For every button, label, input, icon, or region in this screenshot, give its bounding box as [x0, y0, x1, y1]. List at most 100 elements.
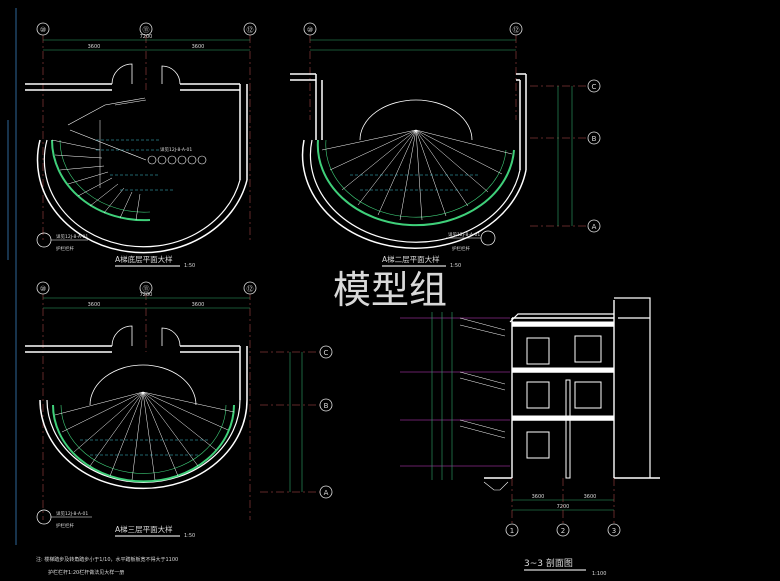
- sec-grid-bubble-1: [505, 523, 519, 537]
- p1-callout-railing: 护栏栏杆: [56, 245, 74, 252]
- p3-dim-b: 7200: [140, 292, 153, 298]
- p3-callout-ref: 详见12J-8-A-01: [56, 510, 88, 517]
- section-scale: 1:100: [592, 571, 606, 577]
- p2-grid-bubble-C: [587, 79, 601, 93]
- p3-grid-label-10: ⑩: [40, 285, 46, 293]
- sec-building-right: [614, 297, 651, 478]
- p1-grid-label-11: ⑪: [143, 26, 150, 34]
- p1-index-circles: [147, 155, 207, 165]
- p3-walls: [25, 345, 248, 400]
- p2-railing-dashed: [350, 174, 480, 191]
- sec-column: [565, 379, 571, 479]
- p2-grid-bubble-10: [303, 22, 317, 36]
- p1-dim-c: 3600: [192, 44, 205, 50]
- p2-callout-bubble: [480, 230, 496, 246]
- p3-grid-bubble-12: [243, 281, 257, 295]
- p1-flow-arrows: [67, 97, 147, 161]
- p1-callout-ref: 详见12J-8-A-01: [56, 233, 88, 240]
- section-group: 3600 7200 3600 1 2 3 3~3 剖面图 1:100: [400, 297, 660, 577]
- sec-dim-c: 3600: [584, 494, 597, 500]
- p3-dim-c: 3600: [192, 302, 205, 308]
- p2-stair-inner: [325, 139, 507, 218]
- sec-level-lines: [400, 317, 510, 467]
- plan3-group: ⑩ ⑪ ⑫ C B A 3600 7200 3600: [25, 281, 333, 539]
- plan1-scale: 1:50: [184, 263, 195, 269]
- sec-vert-dims: [431, 312, 453, 480]
- sec-window-2: [574, 335, 602, 363]
- p3-stair-inner: [60, 404, 227, 474]
- p1-railing-dashed: [96, 139, 175, 191]
- p2-grid-bubble-12: [509, 22, 523, 36]
- p3-grid-bubble-11: [139, 281, 153, 295]
- p2-grid-label-12: ⑫: [513, 26, 520, 34]
- p1-door-swings: [111, 63, 181, 85]
- plan2-scale: 1:50: [450, 263, 461, 269]
- plan2-group: ⑩ ⑫ C B A: [290, 22, 601, 269]
- sec-grid-bubble-2: [556, 523, 570, 537]
- p3-grid-bubble-A: [319, 485, 333, 499]
- sec-slab-3: [511, 415, 615, 421]
- plan2-title: A梯二层平面大样: [382, 254, 440, 264]
- p1-curved-wall-outer: [36, 139, 248, 254]
- sec-window-1: [526, 337, 550, 365]
- p1-grid-label-10: ⑩: [40, 26, 46, 34]
- p3-inner-arc: [89, 364, 197, 406]
- p1-grid-bubble-11: [139, 22, 153, 36]
- p3-callout-bubble: [36, 509, 52, 525]
- p3-grid-label-12: ⑫: [247, 285, 254, 293]
- plan3-title: A梯三层平面大样: [115, 524, 173, 534]
- section-title: 3~3 剖面图: [524, 557, 573, 569]
- p2-curved-wall-inner: [309, 139, 521, 243]
- p2-grid-label-B: B: [592, 135, 597, 143]
- p1-treads: [51, 99, 147, 221]
- p1-callout-bubble: [36, 232, 52, 248]
- plan1-group: ⑩ ⑪ ⑫ 3600 7200 3600: [25, 22, 257, 269]
- p2-treads: [321, 129, 513, 221]
- p1-dim-a: 3600: [88, 44, 101, 50]
- p2-grid-label-C: C: [592, 83, 597, 91]
- sec-window-5: [526, 431, 550, 459]
- p2-grid-bubble-A: [587, 219, 601, 233]
- sec-grid-label-1: 1: [510, 527, 514, 535]
- p2-curved-wall-outer: [301, 139, 527, 249]
- sec-grid-label-2: 2: [561, 527, 565, 535]
- p2-callout-railing: 护栏栏杆: [452, 245, 470, 252]
- watermark: 模型组: [333, 268, 447, 312]
- sec-footing: [483, 481, 509, 491]
- note-line-2: 护栏栏杆1:20栏杆做法见大样一册: [48, 569, 124, 576]
- p3-treads: [54, 391, 235, 481]
- p1-stair-edge: [50, 139, 151, 222]
- p3-grid-bubble-C: [319, 345, 333, 359]
- plan3-scale: 1:50: [184, 533, 195, 539]
- sec-roof-edge: [509, 313, 614, 323]
- p3-callout-railing: 护栏栏杆: [56, 522, 74, 529]
- p2-inner-arc: [359, 99, 473, 141]
- p2-grid-label-A: A: [592, 223, 597, 231]
- p2-stair-edge: [316, 139, 515, 227]
- p3-grid-label-11: ⑪: [143, 285, 150, 293]
- p1-grid-label-12: ⑫: [247, 26, 254, 34]
- p1-walls: [25, 83, 248, 180]
- p2-walls: [290, 73, 527, 170]
- p3-door-swings: [111, 325, 181, 347]
- p2-callout-ref: 详见12J-8-A-01: [448, 231, 480, 238]
- p3-stair-edge: [52, 404, 235, 483]
- p1-stair-inner: [59, 139, 151, 213]
- p3-dim-a: 3600: [88, 302, 101, 308]
- p1-grid-bubble-10: [36, 22, 50, 36]
- p3-grid-label-C: C: [324, 349, 329, 357]
- p1-dim-b: 7200: [140, 34, 153, 40]
- p3-curved-wall-outer: [39, 399, 248, 490]
- p3-grid-label-B: B: [324, 402, 329, 410]
- p3-grid-label-A: A: [324, 489, 329, 497]
- sec-slab-2: [511, 367, 615, 373]
- note-line-1: 注: 楼梯踏步及转角踏步小于1/10，水平踏板板宽不得大于1100: [36, 556, 178, 563]
- p3-railing-dashed: [80, 439, 210, 456]
- sec-grid-label-3: 3: [612, 527, 616, 535]
- p1-stair-ref: 详见12J-8-A-01: [160, 146, 192, 153]
- sec-grid-bubble-3: [607, 523, 621, 537]
- sec-dim-a: 3600: [532, 494, 545, 500]
- p1-curved-wall-inner: [43, 139, 241, 248]
- plan1-title: A梯底层平面大样: [115, 254, 173, 264]
